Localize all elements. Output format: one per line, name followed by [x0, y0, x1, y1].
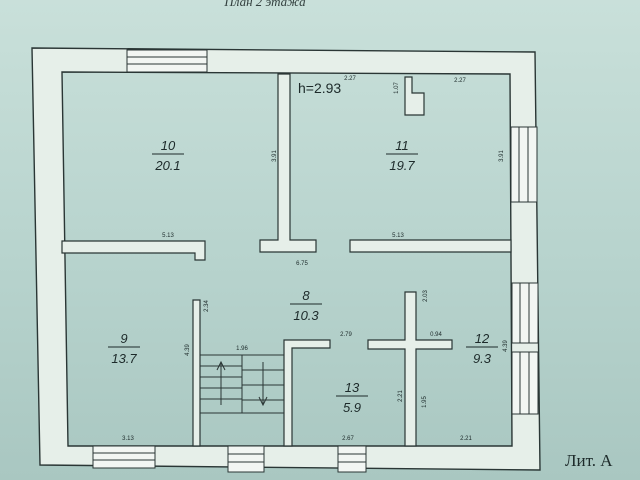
dim-2-03: 2.03	[423, 290, 429, 302]
room-13-number: 13	[345, 380, 360, 395]
room-12-area: 9.3	[473, 351, 492, 366]
room-13-area: 5.9	[343, 400, 361, 415]
dim-2-27-small: 2.27	[344, 76, 356, 82]
room-11-number: 11	[395, 138, 409, 153]
dim-5-13-right: 5.13	[392, 233, 404, 239]
window-bottom-middle	[227, 445, 265, 473]
dim-3-91-left: 3.91	[272, 150, 278, 162]
staircase	[199, 354, 285, 414]
dim-2-27: 2.27	[454, 78, 466, 84]
dim-0-94: 0.94	[430, 332, 442, 338]
room-11-label: 11 19.7	[386, 138, 418, 173]
room-10-number: 10	[161, 138, 176, 153]
window-top	[126, 49, 208, 73]
dim-4-39-left: 4.39	[185, 344, 191, 356]
window-bottom-left	[92, 445, 156, 469]
room-12-number: 12	[475, 331, 490, 346]
ceiling-height-label: h=2.93	[298, 80, 341, 96]
room-10-area: 20.1	[154, 158, 180, 173]
window-bottom-right	[337, 445, 367, 473]
interior-walls	[61, 73, 512, 447]
dim-2-21-bottom: 2.21	[460, 436, 472, 442]
room-13-label: 13 5.9	[336, 380, 368, 415]
dim-3-91-right: 3.91	[499, 150, 505, 162]
dim-4-39-right: 4.39	[503, 340, 509, 352]
dim-1-07: 1.07	[394, 82, 400, 94]
plan-caption: План 2 этажа	[223, 0, 306, 9]
room-8-number: 8	[302, 288, 310, 303]
dim-3-13: 3.13	[122, 436, 134, 442]
room-9-area: 13.7	[111, 351, 137, 366]
dim-2-21-vertical: 2.21	[398, 390, 404, 402]
room-9-number: 9	[120, 331, 127, 346]
room-12-label: 12 9.3	[466, 331, 498, 366]
stair-arrow-down-icon	[258, 362, 268, 407]
dim-2-79: 2.79	[340, 332, 352, 338]
room-11-area: 19.7	[389, 158, 415, 173]
dim-2-34: 2.34	[204, 300, 210, 312]
room-9-label: 9 13.7	[108, 331, 140, 366]
stair-arrow-up-icon	[216, 360, 226, 405]
dim-6-75: 6.75	[296, 261, 308, 267]
dim-5-13-left: 5.13	[162, 233, 174, 239]
dim-2-67: 2.67	[342, 436, 354, 442]
room-8-label: 8 10.3	[290, 288, 322, 323]
litera-label: Лит. А	[565, 451, 613, 470]
dim-1-95: 1.95	[422, 396, 428, 408]
room-10-label: 10 20.1	[152, 138, 184, 173]
window-right-lower-1	[511, 282, 539, 344]
window-right-upper	[510, 126, 538, 203]
outer-wall	[31, 47, 541, 471]
room-8-area: 10.3	[293, 308, 319, 323]
dim-1-96: 1.96	[236, 346, 248, 352]
window-right-lower-2	[511, 351, 539, 415]
